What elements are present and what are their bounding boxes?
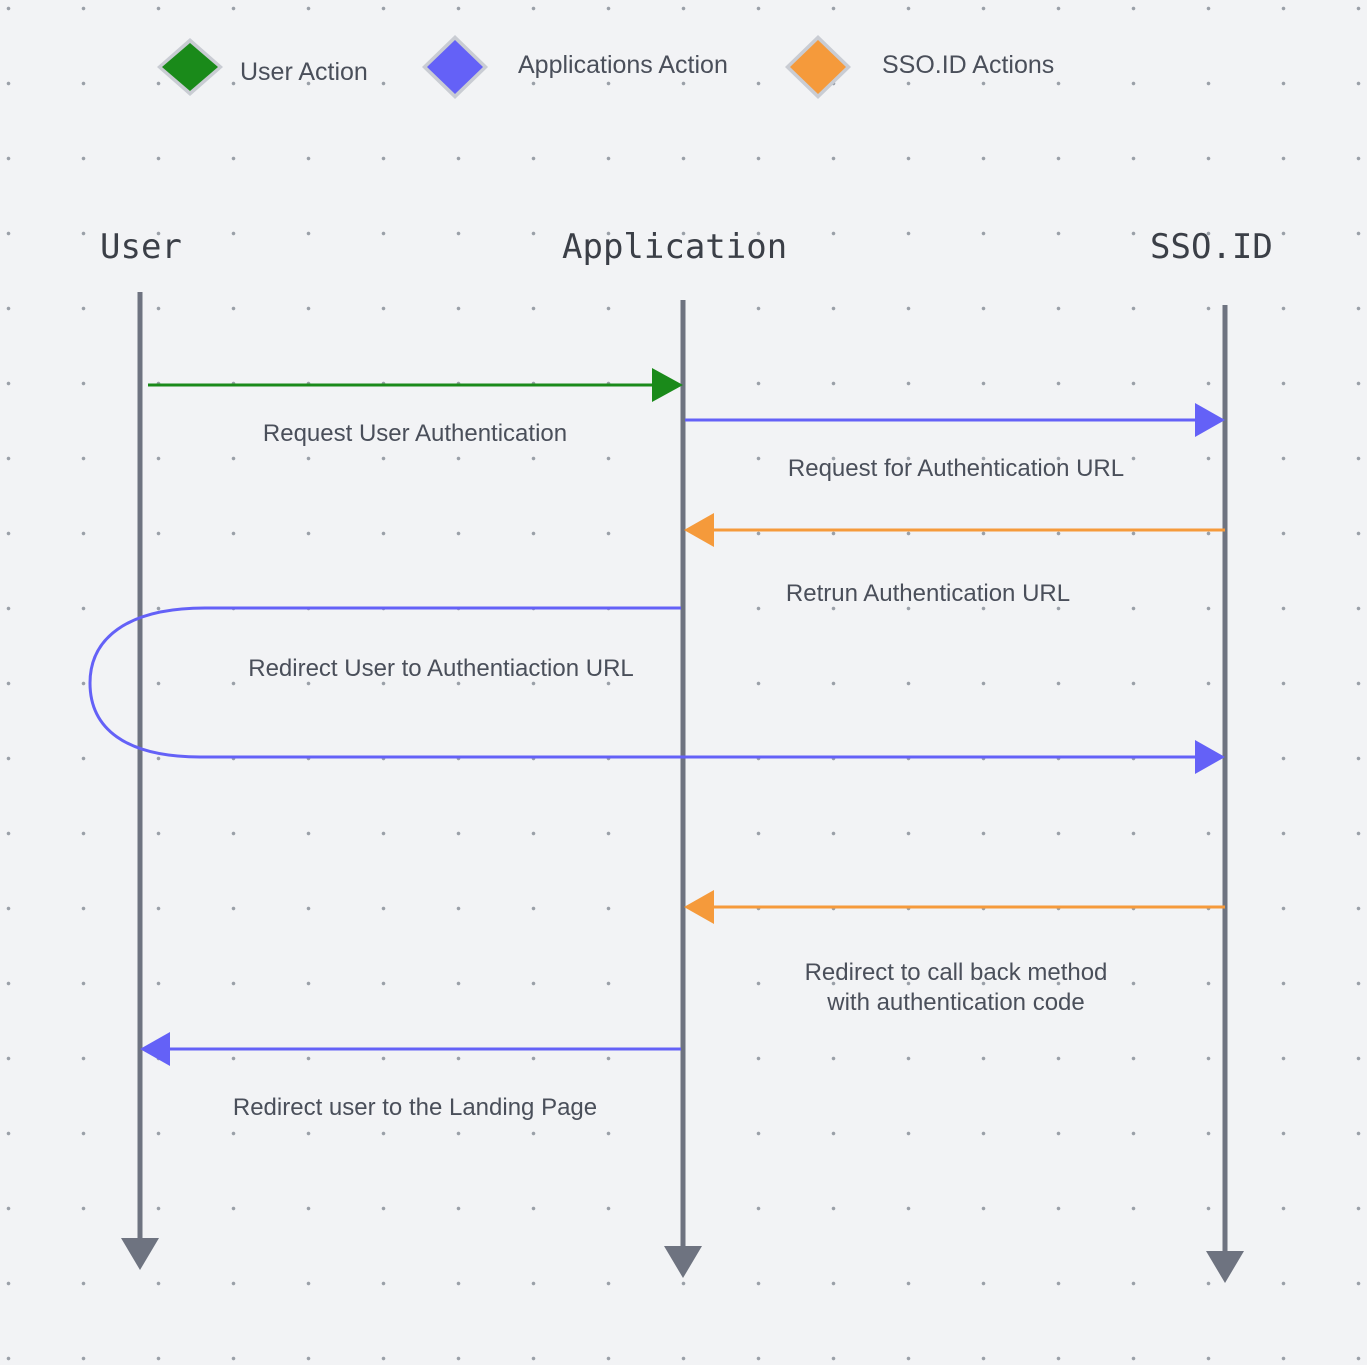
green-arrowhead	[652, 368, 683, 402]
legend-label-user-action: User Action	[240, 58, 368, 86]
green-diamond-fill	[162, 43, 218, 91]
message-label: Request User Authentication	[263, 420, 567, 447]
actor-application-label: Application	[562, 227, 787, 267]
message-label: Retrun Authentication URL	[786, 580, 1070, 607]
legend-item-applications-action: Applications Action	[422, 35, 728, 99]
lifeline-sso	[1206, 305, 1244, 1283]
actor-sso-label: SSO.ID	[1150, 227, 1273, 267]
blue-arrowhead	[1195, 740, 1225, 774]
actor-user-label: User	[100, 227, 182, 267]
lifeline-user-arrowhead	[121, 1238, 159, 1270]
message-return-authentication-url: Retrun Authentication URL	[684, 513, 1225, 607]
legend-label-sso-actions: SSO.ID Actions	[882, 51, 1054, 79]
orange-arrowhead	[684, 890, 714, 924]
orange-diamond-fill	[790, 40, 846, 94]
legend-label-applications-action: Applications Action	[518, 51, 728, 79]
message-redirect-to-landing-page: Redirect user to the Landing Page	[140, 1032, 681, 1121]
message-label-line2: with authentication code	[826, 989, 1085, 1016]
blue-diamond-fill	[427, 40, 483, 94]
message-request-user-authentication: Request User Authentication	[148, 368, 683, 447]
blue-arrowhead	[140, 1032, 170, 1066]
message-label: Redirect User to Authentiaction URL	[248, 655, 634, 682]
message-redirect-to-callback: Redirect to call back method with authen…	[684, 890, 1225, 1016]
message-label: Request for Authentication URL	[788, 455, 1124, 482]
message-redirect-user-to-authentication-url: Redirect User to Authentiaction URL	[88, 606, 1225, 774]
message-label-line1: Redirect to call back method	[805, 959, 1108, 986]
message-request-authentication-url: Request for Authentication URL	[685, 403, 1225, 482]
lifeline-user	[121, 292, 159, 1270]
lifeline-application-arrowhead	[664, 1246, 702, 1278]
legend: User Action Applications Action SSO.ID A…	[157, 35, 1054, 99]
blue-arrowhead	[1195, 403, 1225, 437]
legend-item-sso-actions: SSO.ID Actions	[785, 35, 1054, 99]
lifeline-sso-arrowhead	[1206, 1251, 1244, 1283]
message-label: Redirect user to the Landing Page	[233, 1094, 597, 1121]
lifeline-application	[664, 300, 702, 1278]
legend-item-user-action: User Action	[157, 38, 368, 96]
orange-arrowhead	[684, 513, 714, 547]
